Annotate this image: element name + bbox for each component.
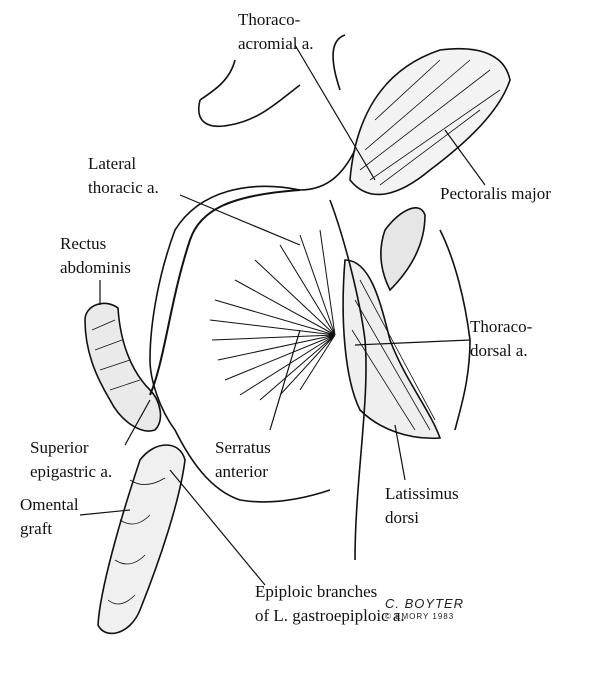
label-line: Thoraco- xyxy=(470,317,533,336)
label-line: anterior xyxy=(215,462,268,481)
label-line: Omental xyxy=(20,495,79,514)
label-omental-graft: Omental graft xyxy=(20,493,79,541)
label-line: dorsi xyxy=(385,508,419,527)
label-superior-epigastric: Superior epigastric a. xyxy=(30,436,112,484)
label-pectoralis-major: Pectoralis major xyxy=(440,184,551,203)
leader-lines xyxy=(79,44,486,586)
label-line: Lateral xyxy=(88,154,137,173)
label-line: epigastric a. xyxy=(30,462,113,481)
label-rectus-abdominis: Rectus abdominis xyxy=(60,232,131,280)
latissimus-dorsi xyxy=(342,259,442,440)
arm-outline xyxy=(439,229,471,431)
label-line: Rectus xyxy=(60,234,107,253)
shoulder-outline xyxy=(332,34,346,91)
serratus-anterior xyxy=(209,229,336,401)
label-thoraco-dorsal: Thoraco-dorsal a. xyxy=(470,315,532,363)
omental-graft xyxy=(97,444,186,635)
label-line: graft xyxy=(20,519,53,538)
label-line: Serratus xyxy=(215,438,271,457)
copyright-credit: © EMORY 1983 xyxy=(385,612,455,621)
label-lateral-thoracic: Lateral thoracic a. xyxy=(88,152,159,200)
label-line: abdominis xyxy=(60,258,131,277)
artist-signature: C. BOYTER xyxy=(385,596,465,611)
label-epiploic-branches: Epiploic branches of L. gastroepiploic a. xyxy=(255,580,405,628)
label-line: dorsal a. xyxy=(470,341,528,360)
label-serratus-anterior: Serratus anterior xyxy=(215,436,271,484)
label-latissimus-dorsi: Latissimus dorsi xyxy=(385,482,459,530)
label-line: Epiploic branches xyxy=(255,582,378,601)
vessel xyxy=(299,149,367,561)
torso-outline xyxy=(149,185,331,503)
label-line: of L. gastroepiploic a. xyxy=(255,606,405,625)
teres-muscle xyxy=(380,207,426,292)
neck-outline xyxy=(198,59,301,127)
label-line: thoracic a. xyxy=(88,178,159,197)
label-line: Latissimus xyxy=(385,484,459,503)
label-thoraco-acromial: Thoraco-acromial a. xyxy=(238,8,314,56)
vessel xyxy=(149,189,301,396)
pectoralis-major xyxy=(349,48,511,196)
label-line: Thoraco- xyxy=(238,10,301,29)
rectus-abdominis xyxy=(84,302,162,432)
label-line: Superior xyxy=(30,438,89,457)
label-line: acromial a. xyxy=(238,34,314,53)
